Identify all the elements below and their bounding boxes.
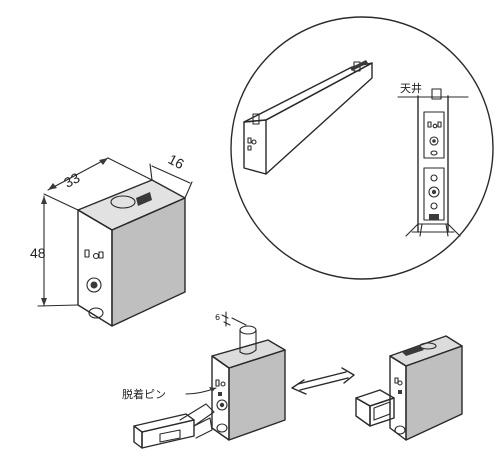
bracket-screw xyxy=(86,277,102,293)
bracket-front-face xyxy=(77,209,113,327)
dimensioned-bracket xyxy=(77,179,186,327)
bracket-bottom-hole xyxy=(88,307,104,319)
bracket-top-hole xyxy=(110,195,136,209)
release-pin-label: 脱着ピン xyxy=(122,387,166,401)
dimension-height: 48 xyxy=(30,195,79,307)
installation-detail-circle: 天井 xyxy=(230,16,494,280)
release-pin-callout: 脱着ピン xyxy=(122,387,217,401)
bracket-with-pin: 6 xyxy=(211,311,286,441)
pin-top xyxy=(239,325,257,335)
dimension-depth-label: 16 xyxy=(166,151,187,173)
bracket-side-face xyxy=(111,197,186,327)
dimension-width: 33 xyxy=(43,157,153,211)
pin-tray-left xyxy=(133,403,215,449)
dimension-depth: 16 xyxy=(149,151,193,199)
dimension-height-label: 48 xyxy=(30,245,46,261)
bracket-installed xyxy=(355,335,463,441)
double-arrow xyxy=(291,367,355,395)
panel-top-edge xyxy=(243,62,373,123)
ceiling-label: 天井 xyxy=(400,81,422,95)
svg-text:6: 6 xyxy=(215,313,220,322)
dimension-width-label: 33 xyxy=(61,169,82,191)
